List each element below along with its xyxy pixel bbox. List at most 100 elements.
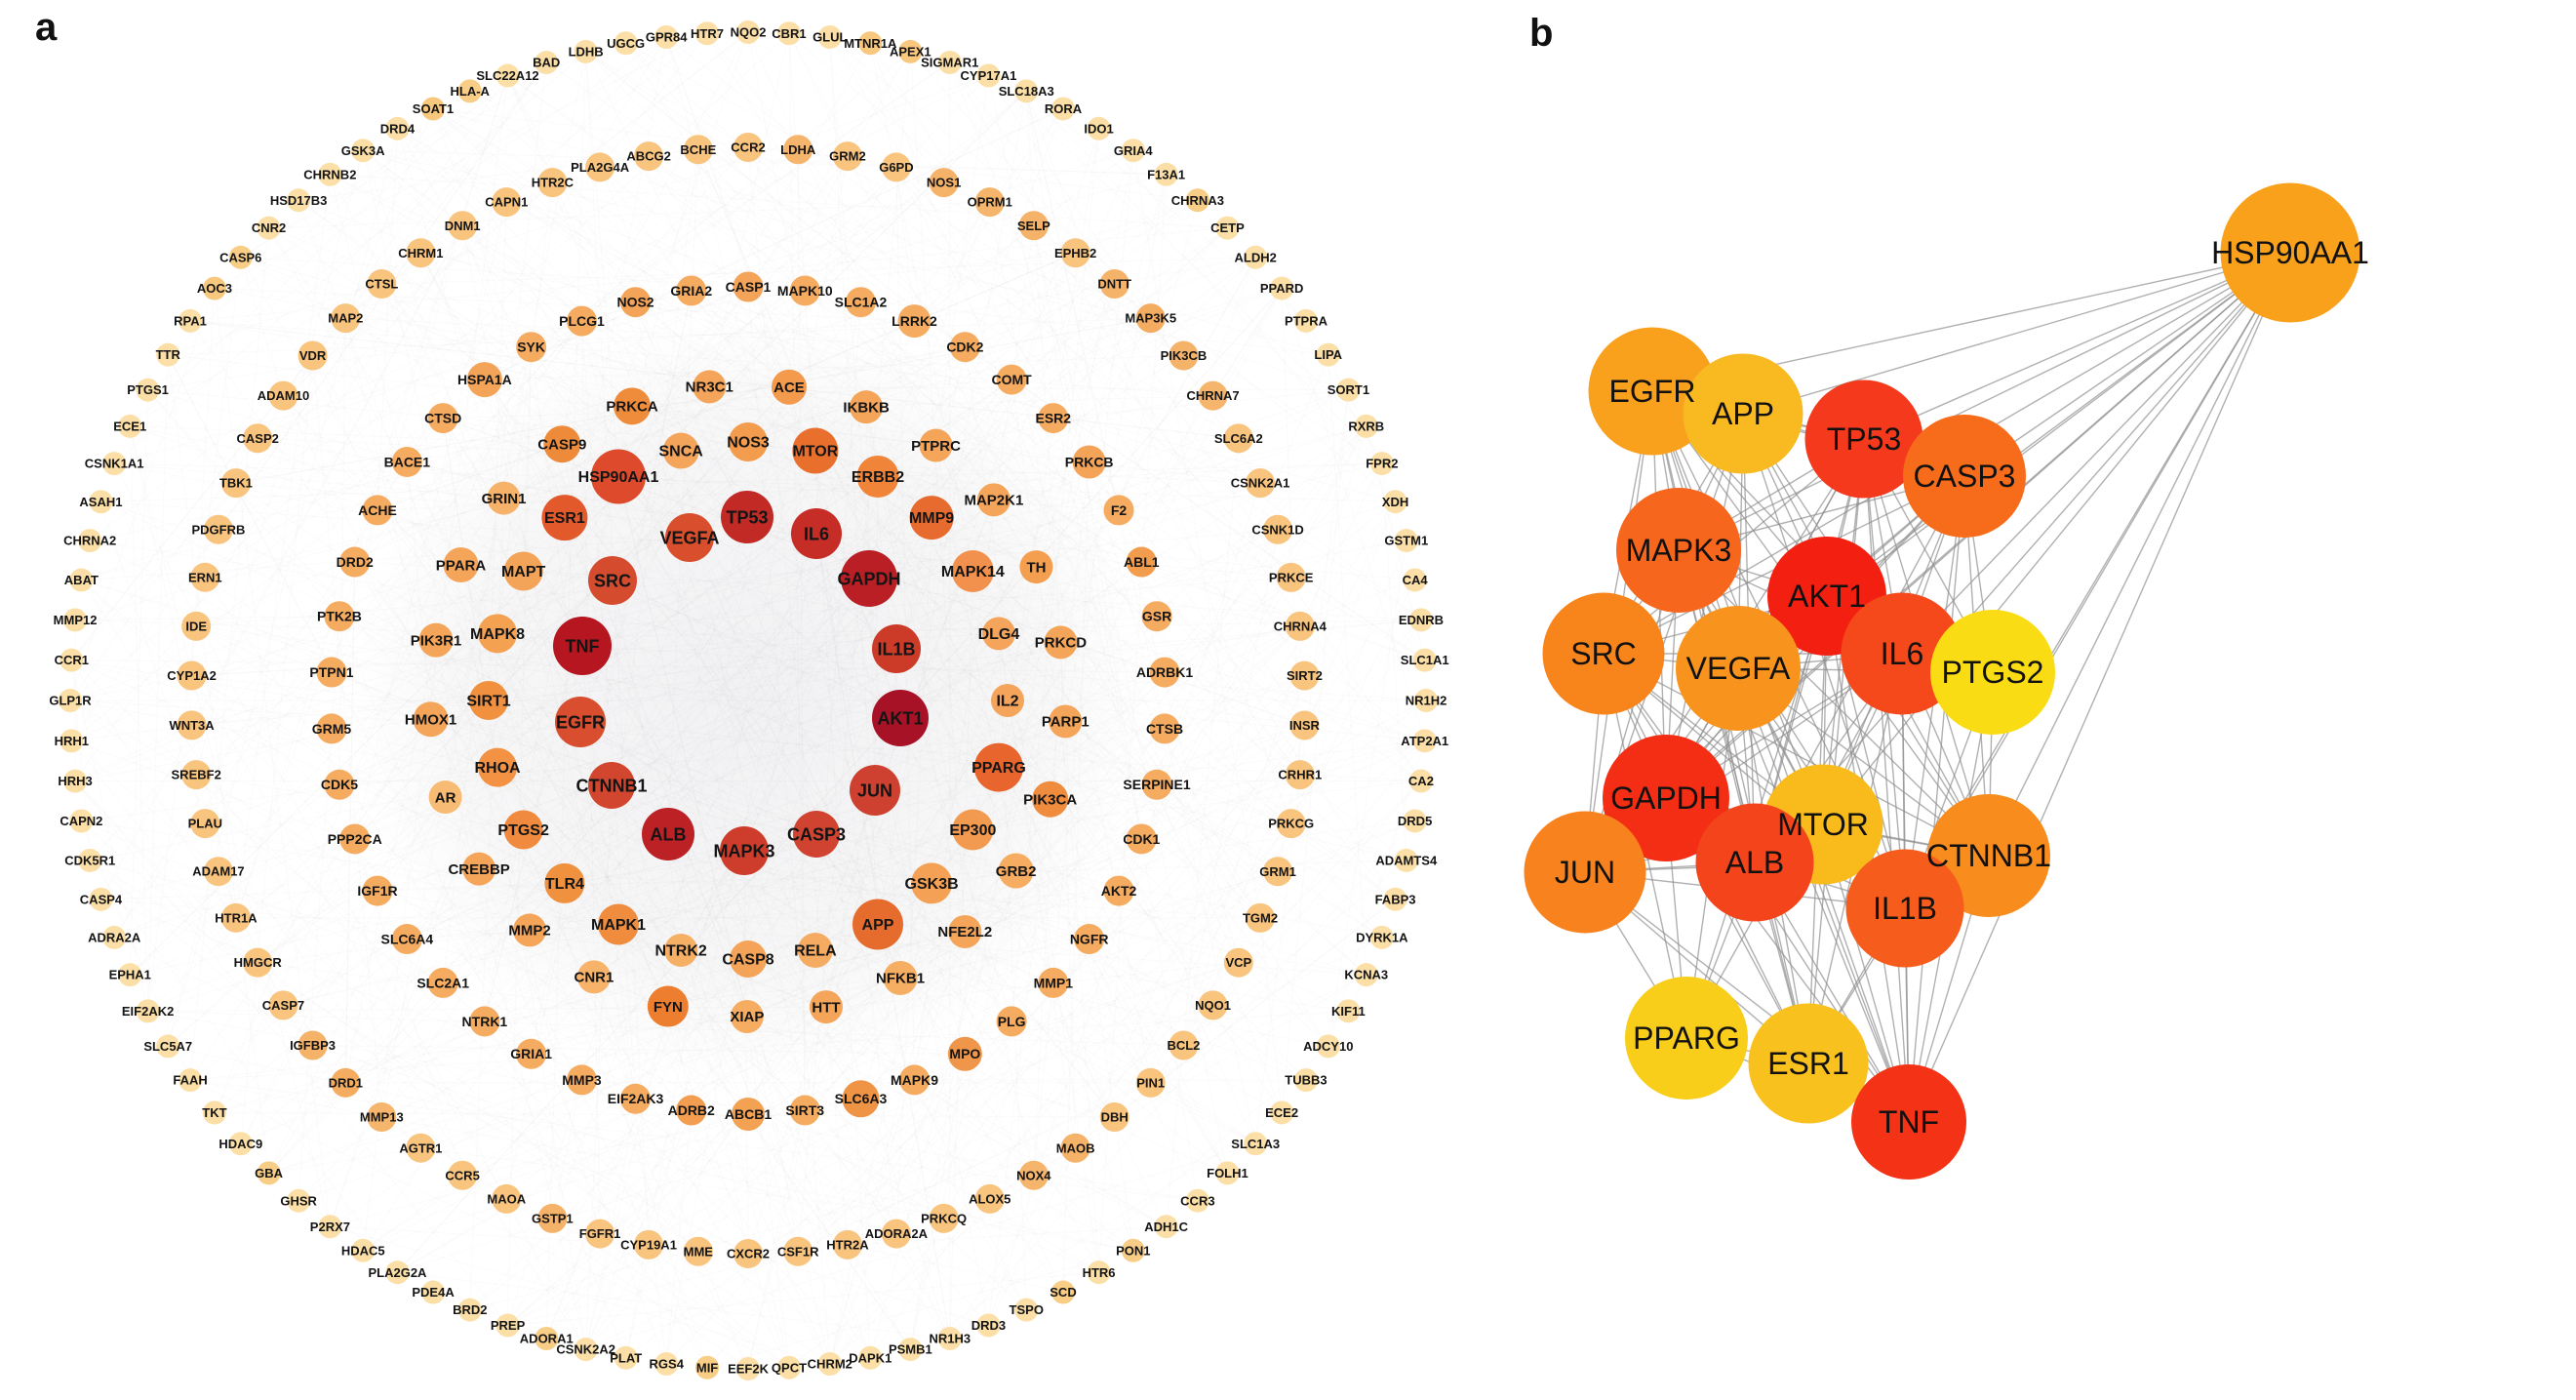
gene-node[interactable] — [385, 1260, 410, 1285]
gene-node[interactable] — [297, 340, 328, 371]
gene-node[interactable] — [654, 25, 679, 50]
gene-node[interactable] — [318, 162, 342, 186]
gene-node[interactable] — [202, 1100, 226, 1125]
hub-gene-node[interactable] — [1845, 849, 1964, 968]
gene-node[interactable] — [947, 1036, 982, 1071]
gene-node[interactable] — [832, 141, 862, 172]
gene-node[interactable] — [730, 940, 767, 978]
gene-node[interactable] — [1369, 925, 1394, 949]
gene-node[interactable] — [574, 1338, 598, 1362]
gene-node[interactable] — [63, 769, 88, 793]
gene-node[interactable] — [1103, 875, 1134, 906]
gene-node[interactable] — [492, 187, 522, 218]
gene-node[interactable] — [1198, 990, 1228, 1020]
gene-node[interactable] — [911, 862, 953, 904]
gene-node[interactable] — [1149, 713, 1180, 744]
gene-node[interactable] — [1141, 601, 1172, 632]
gene-node[interactable] — [1408, 769, 1433, 793]
gene-node[interactable] — [1149, 657, 1180, 688]
gene-node[interactable] — [694, 21, 719, 46]
gene-node[interactable] — [733, 271, 764, 302]
gene-node[interactable] — [1154, 1215, 1178, 1239]
gene-node[interactable] — [1038, 403, 1069, 434]
gene-node[interactable] — [268, 380, 298, 411]
gene-node[interactable] — [850, 765, 900, 816]
gene-node[interactable] — [1198, 380, 1228, 411]
gene-node[interactable] — [662, 432, 699, 469]
hub-gene-node[interactable] — [1616, 488, 1741, 613]
gene-node[interactable] — [268, 990, 298, 1020]
gene-node[interactable] — [1018, 211, 1049, 241]
gene-node[interactable] — [391, 924, 422, 955]
gene-node[interactable] — [63, 608, 88, 632]
gene-node[interactable] — [1293, 1068, 1318, 1093]
hub-gene-node[interactable] — [1603, 735, 1729, 861]
hub-gene-node[interactable] — [1625, 977, 1748, 1100]
hub-gene-node[interactable] — [1748, 1003, 1869, 1124]
hub-gene-node[interactable] — [1903, 415, 2026, 538]
gene-node[interactable] — [998, 853, 1034, 889]
gene-node[interactable] — [1121, 139, 1145, 163]
gene-node[interactable] — [598, 903, 639, 945]
gene-node[interactable] — [897, 304, 931, 339]
gene-node[interactable] — [1289, 660, 1320, 691]
gene-node[interactable] — [351, 1238, 376, 1262]
gene-node[interactable] — [362, 495, 393, 526]
gene-node[interactable] — [448, 1160, 478, 1190]
gene-node[interactable] — [1154, 162, 1178, 186]
gene-node[interactable] — [634, 1229, 664, 1260]
gene-node[interactable] — [566, 1064, 597, 1096]
gene-node[interactable] — [541, 495, 588, 541]
gene-node[interactable] — [537, 1203, 568, 1233]
hub-gene-node[interactable] — [1676, 606, 1801, 731]
gene-node[interactable] — [324, 601, 355, 632]
gene-node[interactable] — [1383, 887, 1407, 911]
gene-node[interactable] — [1103, 495, 1134, 526]
gene-node[interactable] — [203, 514, 233, 544]
gene-node[interactable] — [297, 1030, 328, 1060]
gene-node[interactable] — [469, 1006, 500, 1037]
gene-node[interactable] — [1276, 809, 1306, 839]
gene-node[interactable] — [576, 960, 611, 994]
gene-node[interactable] — [850, 390, 884, 424]
gene-node[interactable] — [881, 1219, 911, 1249]
gene-node[interactable] — [1246, 902, 1276, 933]
gene-node[interactable] — [495, 1313, 520, 1338]
gene-node[interactable] — [339, 823, 371, 855]
hub-gene-node[interactable] — [1542, 592, 1665, 715]
gene-node[interactable] — [614, 31, 638, 56]
gene-node[interactable] — [420, 97, 445, 121]
gene-node[interactable] — [466, 362, 502, 398]
gene-node[interactable] — [462, 852, 496, 886]
gene-node[interactable] — [257, 1161, 281, 1185]
gene-node[interactable] — [654, 1352, 679, 1377]
gene-node[interactable] — [478, 614, 518, 654]
gene-node[interactable] — [976, 63, 1001, 88]
gene-node[interactable] — [817, 24, 842, 49]
gene-node[interactable] — [952, 809, 994, 851]
hub-gene-node[interactable] — [1524, 811, 1646, 934]
gene-node[interactable] — [427, 967, 458, 998]
gene-node[interactable] — [543, 425, 581, 463]
gene-node[interactable] — [872, 690, 929, 746]
gene-node[interactable] — [513, 913, 547, 947]
gene-node[interactable] — [177, 710, 207, 740]
gene-node[interactable] — [792, 427, 839, 474]
gene-node[interactable] — [1263, 514, 1293, 544]
gene-node[interactable] — [331, 1067, 361, 1098]
gene-node[interactable] — [495, 63, 520, 88]
gene-node[interactable] — [683, 135, 713, 165]
gene-node[interactable] — [351, 139, 376, 163]
gene-node[interactable] — [102, 925, 127, 949]
gene-node[interactable] — [1141, 769, 1172, 800]
gene-node[interactable] — [316, 657, 347, 688]
gene-node[interactable] — [676, 1095, 707, 1126]
hub-gene-node[interactable] — [1804, 380, 1923, 499]
gene-node[interactable] — [516, 1038, 547, 1069]
gene-node[interactable] — [1049, 704, 1083, 739]
gene-node[interactable] — [1135, 1067, 1166, 1098]
gene-node[interactable] — [1135, 303, 1166, 334]
gene-node[interactable] — [585, 152, 615, 182]
gene-node[interactable] — [1215, 216, 1240, 240]
gene-node[interactable] — [842, 1080, 880, 1118]
